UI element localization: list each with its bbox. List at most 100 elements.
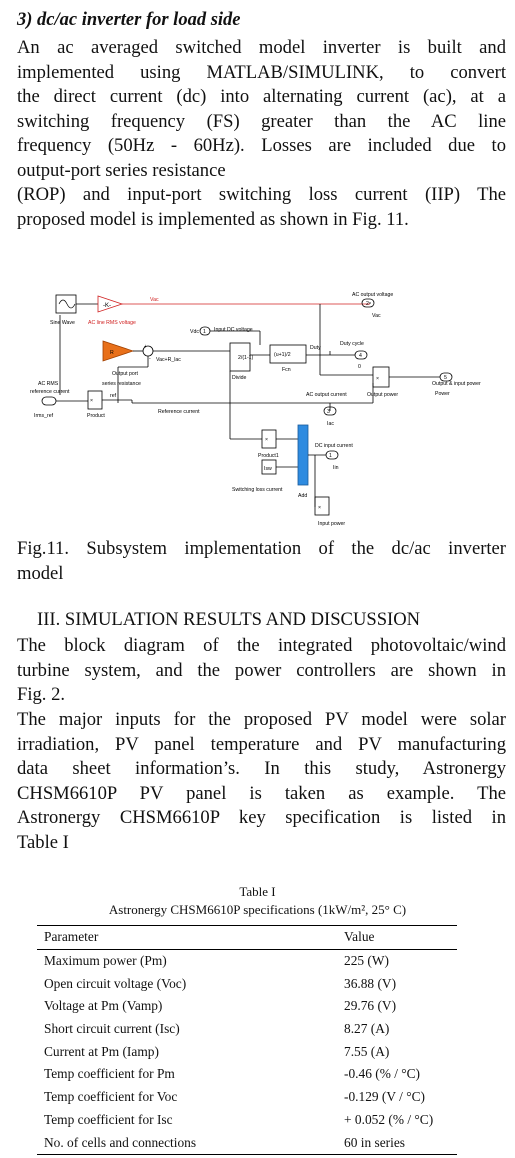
text-line: proposed model is implemented as shown i… [17,208,409,230]
port-1b: 1 [329,453,332,459]
port-5: 5 [444,375,447,381]
input-power-product [314,496,330,516]
param-cell: Temp coefficient for Pm [44,1066,175,1082]
table-row: Temp coefficient for Pm -0.46 (% / °C) [37,1063,457,1086]
text-line: the direct current (dc) into alternating… [17,86,506,107]
caption-line: Fig.11. Subsystem implementation of the … [17,538,506,559]
switching-loss-label: Switching loss current [232,487,283,493]
text-line: turbine system, and the power controller… [17,659,506,681]
power-label: Power [435,391,450,397]
series-resistance-label: series resistance [102,381,141,387]
port-4: 4 [359,353,362,359]
value-cell: -0.46 (% / °C) [344,1066,421,1082]
text-line: Astronergy CHSM6610P key specification i… [17,807,506,828]
ac-output-voltage-label: AC output voltage [352,292,393,298]
fcn-block [269,344,307,364]
text-line: switching frequency (FS) greater than th… [17,110,506,132]
section-heading: III. SIMULATION RESULTS AND DISCUSSION [37,609,421,630]
table-row: Maximum power (Pm) 225 (W) [37,949,457,972]
vdc-label: Vdc [190,329,199,335]
table-row: Temp coefficient for Isc + 0.052 (% / °C) [37,1109,457,1132]
table-subtitle: Astronergy CHSM6610P specifications (1kW… [108,902,407,917]
ref-current-label: Reference current [158,409,200,415]
vac-right-label: Vac [372,313,381,319]
paragraph-pv-inputs: The major inputs for the proposed PV mod… [17,708,506,855]
paragraph-block-diagram: The block diagram of the integrated phot… [17,634,506,708]
text-line: output-port series resistance [17,159,226,181]
text-line: frequency (50Hz - 60Hz). Losses are incl… [17,135,506,156]
value-cell: 60 in series [344,1134,405,1150]
ref-label: ref [110,393,117,399]
mult-sign: × [318,505,321,511]
output-input-power-label: Output & input power [432,381,481,387]
input-dc-voltage-label: Input DC voltage [214,327,253,333]
reference-current-label: reference current [30,389,70,395]
header-parameter: Parameter [44,929,99,945]
irms-ref-label: Irms_ref [34,413,54,419]
duty-cycle-label: Duty cycle [340,341,364,347]
table-row: Voltage at Pm (Vamp) 29.76 (V) [37,995,457,1018]
add-block [297,424,309,486]
subsection-heading: 3) dc/ac inverter for load side [17,10,241,30]
ac-rms-label: AC RMS [38,381,59,387]
text-line: implemented using MATLAB/SIMULINK, to co… [17,61,506,83]
fcn-inner: (u+1)/2 [274,352,291,358]
duty-label: Duty [310,345,321,351]
figure-caption: Fig.11. Subsystem implementation of the … [17,537,506,586]
text-line: The block diagram of the integrated phot… [17,635,506,656]
value-cell: 29.76 (V) [344,998,397,1014]
mult-sign: × [376,376,379,382]
table-title: Table I [239,884,276,899]
simulink-diagram: Sine Wave -K- Vac AC line RMS voltage AC… [30,292,481,527]
param-cell: Current at Pm (Iamp) [44,1043,159,1059]
divide-block [229,342,251,372]
paragraph-inverter: An ac averaged switched model inverter i… [17,36,506,232]
param-cell: Open circuit voltage (Voc) [44,975,187,991]
text-line: Table I [17,831,69,853]
plus-sign: + [144,344,147,350]
mult-sign: × [90,398,93,404]
resistance-block [102,340,135,362]
sum-label: Vac+R_lac [156,357,181,363]
table-row: Current at Pm (Iamp) 7.55 (A) [37,1040,457,1063]
param-cell: Short circuit current (Isc) [44,1021,180,1037]
value-cell: 225 (W) [344,953,389,969]
port-1: 1 [203,329,206,335]
product-label: Product [87,413,105,419]
dc-input-current-label: DC input current [315,443,353,449]
table-row: Open circuit voltage (Voc) 36.88 (V) [37,972,457,995]
param-cell: Maximum power (Pm) [44,953,167,969]
text-line: (ROP) and input-port switching loss curr… [17,184,506,205]
iin-label: Iin [333,465,339,471]
text-line: Fig. 2. [17,684,66,705]
value-cell: 7.55 (A) [344,1043,390,1059]
product1-label: Product1 [258,453,279,459]
text-line: The major inputs for the proposed PV mod… [17,709,506,730]
table-row: Temp coefficient for Voc -0.129 (V / °C) [37,1086,457,1109]
gain-label: -K- [103,303,111,309]
divide-inner: 2/(1-1) [238,355,254,361]
sine-wave-label: Sine Wave [50,320,75,326]
text-line: CHSM6610P PV panel is taken as example. … [17,782,506,804]
header-value: Value [344,929,375,945]
fcn-label: Fcn [282,367,291,373]
param-cell: Temp coefficient for Isc [44,1111,173,1127]
table-row: Short circuit current (Isc)8.27 (A) [37,1018,457,1041]
value-cell: + 0.052 (% / °C) [344,1111,434,1127]
port-2: 2 [366,301,369,307]
output-port-label: Output port [112,371,139,377]
zero-label: 0 [358,364,361,370]
spec-table: Parameter Value Maximum power (Pm) 225 (W… [37,925,457,1155]
resistance-symbol: R [110,350,114,356]
param-cell: Temp coefficient for Voc [44,1089,178,1105]
text-line: An ac averaged switched model inverter i… [17,37,506,58]
isw-label: Isw [264,466,272,472]
text-line: irradiation, PV panel temperature and PV… [17,733,506,755]
ac-line-rms-label: AC line RMS voltage [88,320,136,326]
value-cell: -0.129 (V / °C) [344,1089,425,1105]
divide-label: Divide [232,375,247,381]
value-cell: 36.88 (V) [344,975,397,991]
input-power-label: Input power [318,521,345,527]
param-cell: Voltage at Pm (Vamp) [44,998,163,1014]
